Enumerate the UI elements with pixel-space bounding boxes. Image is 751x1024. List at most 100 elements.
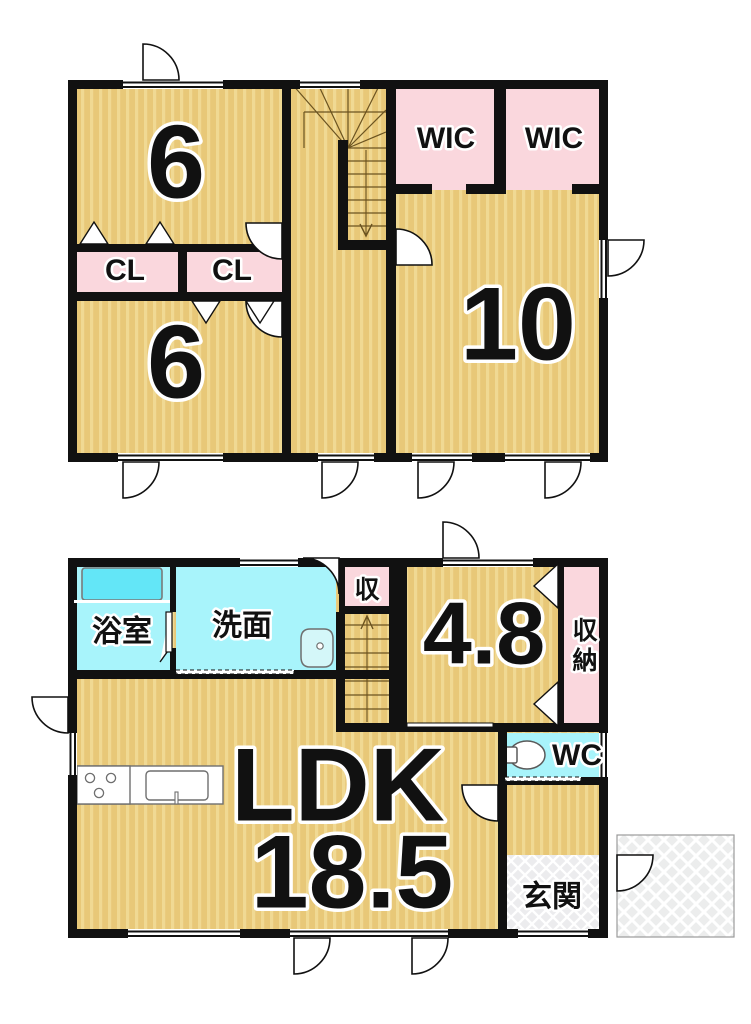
label-ldk: LDK	[231, 727, 445, 843]
kitchen-counter	[76, 765, 224, 805]
window-lower-top-room48	[443, 558, 533, 567]
label-entrance: 玄関	[522, 880, 582, 915]
door-bottom-room6	[122, 461, 160, 499]
room-wic-left-fill	[396, 86, 494, 190]
wall-left	[68, 80, 77, 462]
label-room-6-top: 6	[147, 104, 205, 220]
label-wic-right: WIC	[525, 122, 583, 155]
wall-cl-left-bottom	[68, 292, 183, 301]
lower-sliding-rails	[175, 669, 582, 782]
label-cl-right: CL	[212, 254, 252, 287]
wall-wic-right-b	[572, 184, 608, 194]
window-lower-bottom-ldk-a	[128, 929, 240, 938]
basin-drain-icon	[316, 642, 324, 650]
cl-right-fold-a	[190, 300, 222, 325]
door-room10	[395, 228, 433, 266]
wall-cl-top	[68, 244, 282, 252]
room-cl-left-fill	[72, 250, 178, 294]
label-storage-tall-2: 納	[572, 646, 597, 675]
door-bottom-hall	[321, 461, 359, 499]
wall-bath-wash-b	[170, 648, 176, 674]
room-entrance-fill	[505, 855, 607, 933]
lower-floor-fixtures	[76, 628, 546, 805]
window-wc-right	[599, 733, 608, 777]
label-toilet: WC	[552, 739, 602, 772]
door-right-exterior	[607, 239, 645, 277]
label-washroom: 洗面	[212, 609, 272, 644]
lower-floor-fills	[74, 564, 607, 933]
wall-room6-hall	[282, 80, 291, 462]
wall-storage-small-bottom	[339, 606, 395, 614]
door-ldk-left-exterior	[31, 696, 69, 734]
cl-left-fold-a	[78, 220, 110, 245]
wall-entrance-left	[498, 785, 507, 938]
label-ldk-size: 18.5	[251, 814, 453, 930]
lower-floor-windows	[68, 558, 608, 938]
window-top-hall	[300, 80, 360, 89]
cl-right-fold-b	[244, 300, 276, 325]
room-storage-small-fill	[345, 564, 389, 612]
window-right-room10	[599, 240, 608, 298]
wall-room48-left	[398, 558, 407, 732]
wall-wc-left	[498, 726, 507, 782]
door-bottom-room10-b	[544, 461, 582, 499]
wall-hall-room10	[386, 190, 396, 462]
window-bottom-room10-b	[505, 453, 590, 462]
storage-tall-fold-a	[532, 562, 559, 610]
upper-floor-windows	[118, 80, 608, 462]
wall-bath-bottom	[68, 670, 176, 679]
window-lower-bottom-ldk-b	[290, 929, 448, 938]
label-room-4-8: 4.8	[423, 583, 545, 682]
window-lower-left-ldk	[68, 733, 77, 775]
door-entrance	[616, 854, 654, 892]
room-cl-right-fill	[186, 250, 282, 294]
window-lower-bottom-entrance	[518, 929, 588, 938]
upper-floor-doors	[122, 43, 645, 499]
door-top-left	[142, 43, 180, 81]
window-bottom-room6	[118, 453, 223, 462]
toilet-bowl-icon	[504, 740, 546, 770]
label-room-10: 10	[460, 266, 576, 382]
window-top-left	[123, 80, 223, 89]
wall-wic-left-b	[466, 184, 506, 194]
door-bathroom-panel	[165, 611, 173, 653]
label-wic-left: WIC	[417, 122, 475, 155]
door-ldk-hall	[461, 784, 499, 822]
upper-floor-plan: 6 6 10 WIC WIC CL CL	[68, 43, 645, 499]
wall-stair-right	[389, 564, 398, 732]
wall-stair-bottom-ext	[336, 670, 392, 679]
wall-wash-bottom	[176, 670, 336, 679]
label-room-6-bottom: 6	[147, 304, 205, 420]
wall-stair-left	[336, 612, 345, 732]
wall-bath-wash-a	[170, 564, 176, 612]
label-storage-small: 収	[354, 575, 380, 604]
wall-storage-tall-left	[558, 564, 564, 726]
label-bathroom: 浴室	[92, 615, 152, 650]
wall-wic-divider	[494, 86, 506, 190]
rail-room48	[406, 722, 494, 728]
room-wic-right-fill	[506, 86, 602, 190]
stairs-up-lower	[345, 614, 389, 722]
lower-closet-door-marks	[532, 562, 559, 728]
stove-icon	[76, 765, 131, 805]
bath-tub-edge	[74, 600, 170, 603]
label-storage-tall-1: 収	[572, 616, 598, 645]
window-bottom-room10-a	[412, 453, 472, 462]
door-room6-top	[245, 222, 283, 260]
wall-room48-bottom-b	[498, 723, 608, 732]
window-lower-top-washroom	[240, 558, 298, 567]
door-washroom-storage	[302, 557, 340, 595]
wall-hall-wic	[386, 80, 396, 190]
wall-cl-right-bottom	[183, 292, 282, 301]
bathtub-icon	[81, 567, 163, 601]
door-bottom-ldk-b	[411, 937, 449, 975]
storage-tall-fold-b	[532, 680, 559, 728]
rail-wc	[504, 776, 582, 782]
lower-floor-doors	[31, 521, 654, 975]
label-cl-left: CL	[105, 254, 145, 287]
door-bottom-room10-a	[417, 461, 455, 499]
door-bottom-ldk-a	[293, 937, 331, 975]
wall-wic-left-a	[396, 184, 432, 194]
